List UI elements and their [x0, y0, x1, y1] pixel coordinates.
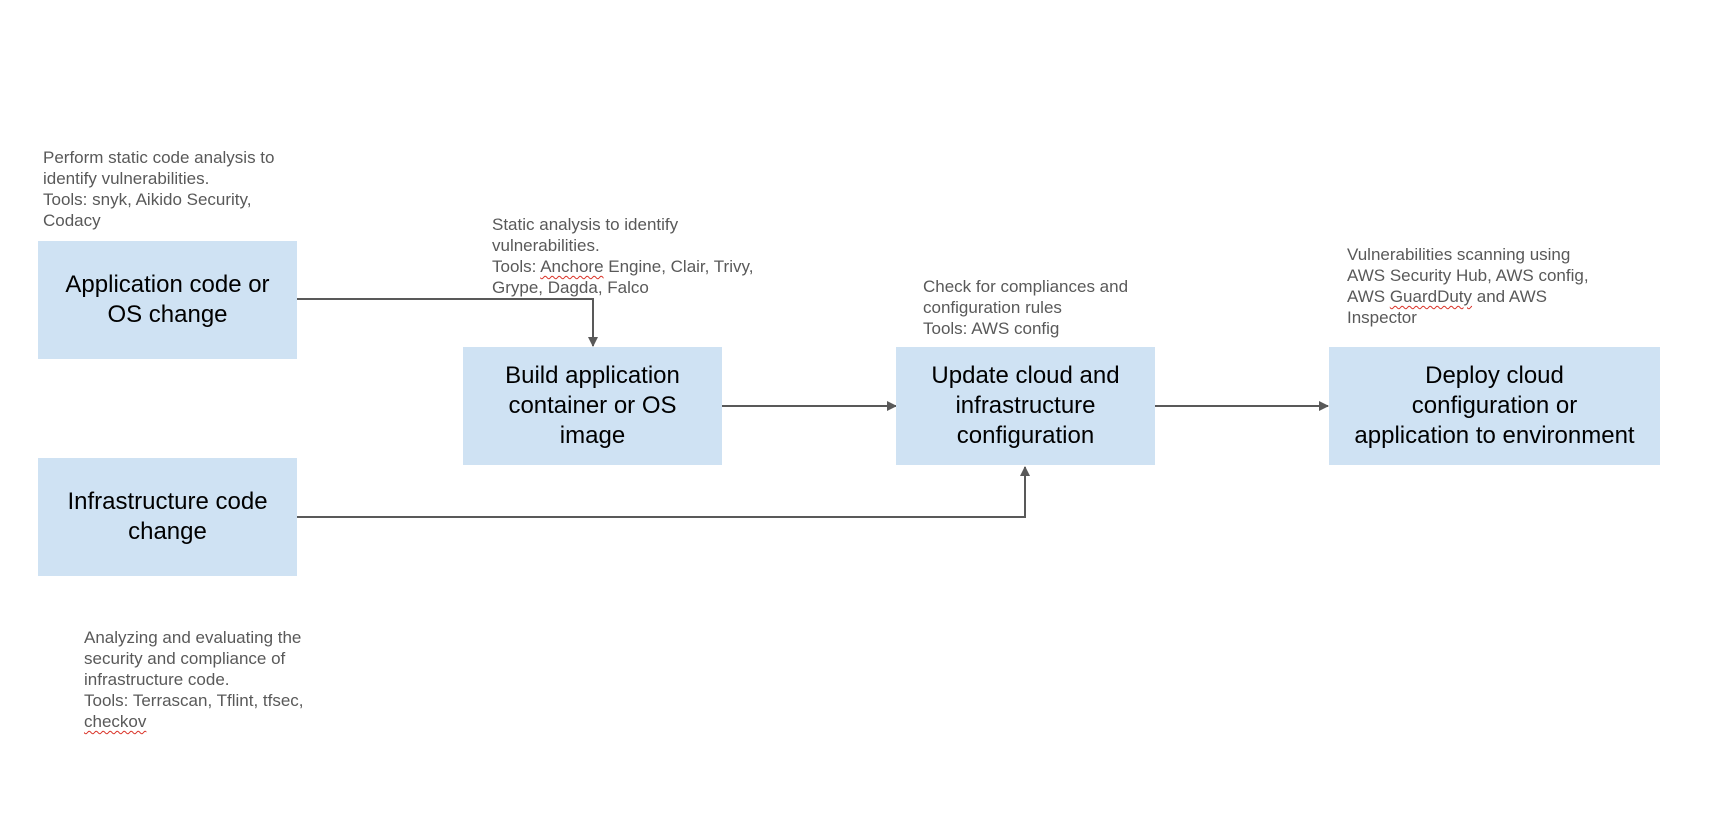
- box-label-line: OS change: [107, 301, 228, 328]
- box-label-line: change: [128, 518, 207, 545]
- note-line: Inspector: [1347, 308, 1417, 327]
- arrow-infra-to-update: [297, 466, 1030, 518]
- box-label-line: application to environment: [1354, 422, 1635, 449]
- note-line: configuration rules: [923, 298, 1062, 317]
- note-line: AWS Security Hub, AWS config,: [1347, 266, 1589, 285]
- note-line: vulnerabilities.: [492, 236, 600, 255]
- note-line: identify vulnerabilities.: [43, 169, 210, 188]
- note-line: Codacy: [43, 211, 101, 230]
- note-line: Tools: Anchore Engine, Clair, Trivy,: [492, 256, 753, 277]
- box-label-line: configuration or: [1411, 392, 1578, 419]
- note-line: Grype, Dagda, Falco: [492, 278, 649, 297]
- spellcheck-flagged-word: checkov: [84, 712, 147, 731]
- note-line: Analyzing and evaluating the: [84, 628, 302, 647]
- note-line: Vulnerabilities scanning using: [1347, 245, 1571, 264]
- note-text: Tools:: [492, 257, 541, 276]
- note-line: Tools: Terrascan, Tflint, tfsec,: [84, 691, 304, 710]
- box-label-line: configuration: [956, 422, 1095, 449]
- spellcheck-flagged-word: GuardDuty: [1389, 287, 1473, 306]
- note-build-image: Static analysis to identify vulnerabilit…: [492, 214, 753, 298]
- arrow-app-to-build: [297, 298, 598, 347]
- box-label-line: Deploy cloud: [1425, 362, 1564, 389]
- box-update-cloud-config: Update cloud and infrastructure configur…: [896, 347, 1155, 465]
- note-line: checkov: [84, 711, 304, 732]
- box-deploy: Deploy cloud configuration or applicatio…: [1329, 347, 1660, 465]
- note-line: Static analysis to identify: [492, 215, 679, 234]
- box-label-line: Build application: [505, 362, 680, 389]
- note-infrastructure-code-change: Analyzing and evaluating the security an…: [84, 627, 304, 732]
- note-line: infrastructure code.: [84, 670, 230, 689]
- note-update-cloud-config: Check for compliances and configuration …: [923, 276, 1128, 339]
- note-application-code-change: Perform static code analysis to identify…: [43, 147, 274, 231]
- note-text: AWS: [1347, 287, 1390, 306]
- box-label-line: container or OS: [508, 392, 677, 419]
- box-infrastructure-code-change: Infrastructure code change: [38, 458, 297, 576]
- box-label-line: Application code or: [65, 271, 270, 298]
- box-label-line: image: [559, 422, 626, 449]
- spellcheck-flagged-word: Anchore: [540, 257, 604, 276]
- note-line: AWS GuardDuty and AWS: [1347, 286, 1589, 307]
- note-line: Tools: AWS config: [923, 319, 1060, 338]
- box-build-image: Build application container or OS image: [463, 347, 722, 465]
- note-line: security and compliance of: [84, 649, 286, 668]
- note-line: Check for compliances and: [923, 277, 1129, 296]
- box-label-line: infrastructure: [955, 392, 1096, 419]
- note-text: and AWS: [1472, 287, 1547, 306]
- note-line: Tools: snyk, Aikido Security,: [43, 190, 252, 209]
- note-line: Perform static code analysis to: [43, 148, 275, 167]
- box-label-line: Infrastructure code: [67, 488, 268, 515]
- box-application-code-change: Application code or OS change: [38, 241, 297, 359]
- box-label-line: Update cloud and: [931, 362, 1120, 389]
- note-text: Engine, Clair, Trivy,: [603, 257, 754, 276]
- note-deploy: Vulnerabilities scanning using AWS Secur…: [1347, 244, 1589, 328]
